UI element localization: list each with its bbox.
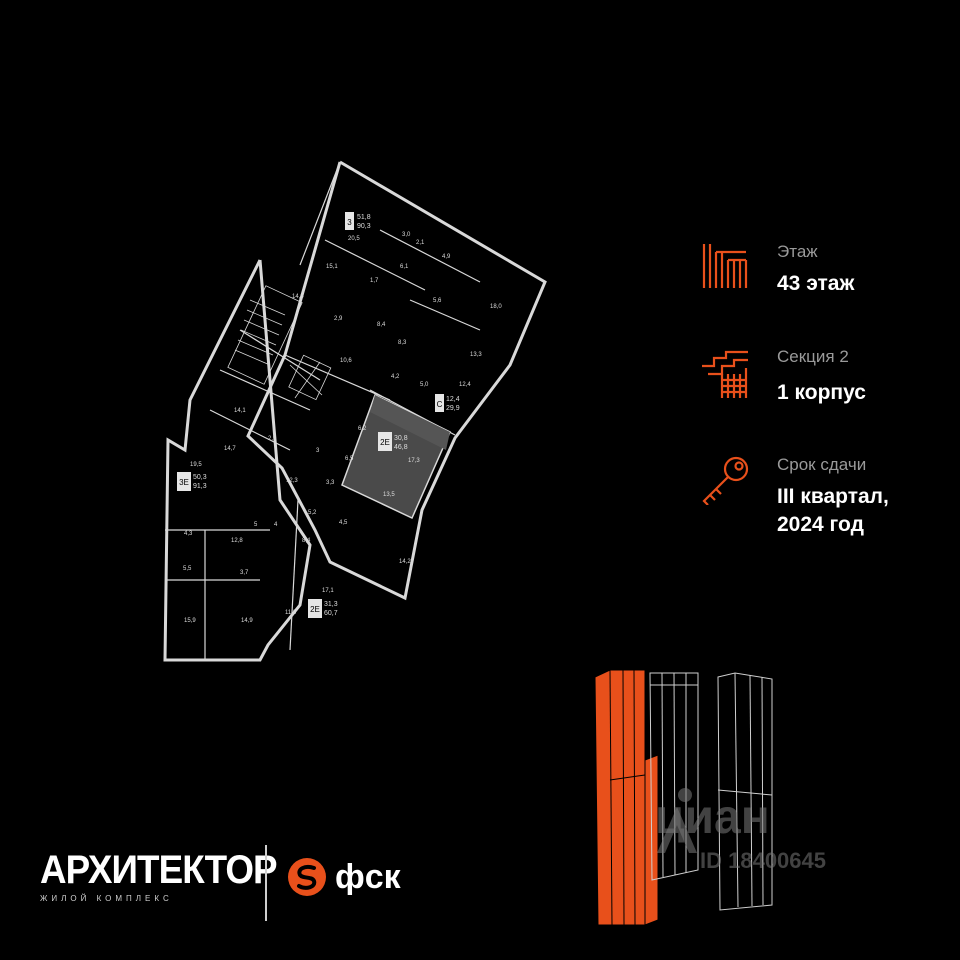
svg-text:14,1: 14,1: [234, 408, 246, 414]
svg-text:50,3: 50,3: [193, 474, 207, 481]
svg-text:3,3: 3,3: [326, 480, 335, 486]
svg-text:14,2: 14,2: [399, 559, 411, 565]
svg-text:30,8: 30,8: [394, 435, 408, 442]
svg-text:3: 3: [316, 448, 320, 454]
svg-text:12,3: 12,3: [286, 478, 298, 484]
deadline-value-line1: III квартал,: [777, 485, 889, 508]
watermark-id: ID 18400645: [700, 848, 826, 873]
key-icon: [702, 456, 749, 505]
svg-text:4,5: 4,5: [339, 520, 348, 526]
svg-text:5: 5: [254, 522, 258, 528]
svg-text:91,3: 91,3: [193, 483, 207, 490]
svg-text:2Е: 2Е: [380, 438, 390, 447]
watermark-text: циан: [655, 791, 770, 844]
svg-text:5,6: 5,6: [433, 298, 442, 304]
apartment-tag-c[interactable]: С 12,4 29,9: [435, 394, 460, 412]
svg-text:18,0: 18,0: [490, 304, 502, 310]
section-label: Секция 2: [777, 347, 849, 366]
svg-text:14,7: 14,7: [224, 446, 236, 452]
svg-text:11,3: 11,3: [285, 610, 297, 616]
svg-text:5,2: 5,2: [308, 510, 317, 516]
svg-text:4,9: 4,9: [442, 254, 451, 260]
svg-text:8,3: 8,3: [398, 340, 407, 346]
svg-text:13,3: 13,3: [470, 352, 482, 358]
floor-plan: 3 51,8 90,3 С 12,4 29,9 2Е 30,8 46,8 3Е …: [163, 160, 547, 662]
deadline-label: Срок сдачи: [777, 455, 867, 474]
svg-text:8,4: 8,4: [377, 322, 386, 328]
developer-logo: фск: [287, 857, 401, 897]
apartment-tag-3e[interactable]: 3Е 50,3 91,3: [177, 472, 207, 491]
svg-text:2Е: 2Е: [310, 605, 320, 614]
svg-text:2,9: 2,9: [334, 316, 343, 322]
svg-text:12,4: 12,4: [446, 396, 460, 403]
tower-selected[interactable]: [594, 669, 659, 926]
svg-text:6,5: 6,5: [345, 456, 354, 462]
svg-text:20,5: 20,5: [348, 236, 360, 242]
svg-text:10,6: 10,6: [340, 358, 352, 364]
apartment-tag-2e[interactable]: 2Е 31,3 60,7: [308, 599, 338, 618]
svg-text:29,9: 29,9: [446, 405, 460, 412]
svg-text:4,2: 4,2: [391, 374, 400, 380]
svg-text:6,1: 6,1: [400, 264, 409, 270]
building-towers: [594, 669, 773, 926]
brand-block: АРХИТЕКТОР ЖИЛОЙ КОМПЛЕКС: [40, 850, 297, 903]
svg-text:60,7: 60,7: [324, 610, 338, 617]
svg-text:12,8: 12,8: [231, 538, 243, 544]
svg-text:3: 3: [347, 218, 352, 227]
svg-text:14,9: 14,9: [241, 618, 253, 624]
svg-text:6,2: 6,2: [358, 426, 367, 432]
svg-text:17,1: 17,1: [322, 588, 334, 594]
divider: [265, 845, 267, 921]
svg-text:4: 4: [274, 522, 278, 528]
svg-text:15,9: 15,9: [184, 618, 196, 624]
floor-icon: [702, 244, 748, 288]
developer-name: фск: [335, 857, 401, 896]
svg-text:17,3: 17,3: [408, 458, 420, 464]
svg-text:12,4: 12,4: [459, 382, 471, 388]
svg-text:31,3: 31,3: [324, 601, 338, 608]
stairs-icon: [702, 350, 748, 398]
svg-text:13,5: 13,5: [383, 492, 395, 498]
floor-label: Этаж: [777, 242, 818, 261]
svg-text:3Е: 3Е: [179, 478, 189, 487]
brand-subtitle: ЖИЛОЙ КОМПЛЕКС: [40, 894, 173, 903]
svg-text:3,0: 3,0: [402, 232, 411, 238]
svg-text:4,3: 4,3: [184, 531, 193, 537]
svg-text:3,7: 3,7: [240, 570, 249, 576]
section-value: 1 корпус: [777, 381, 866, 404]
svg-text:1,7: 1,7: [370, 278, 379, 284]
svg-text:90,3: 90,3: [357, 223, 371, 230]
svg-text:46,8: 46,8: [394, 444, 408, 451]
brand-name: АРХИТЕКТОР: [40, 848, 278, 892]
svg-text:51,8: 51,8: [357, 214, 371, 221]
floor-value: 43 этаж: [777, 272, 855, 295]
svg-text:С: С: [437, 400, 443, 409]
apartment-tag-3[interactable]: 3 51,8 90,3: [345, 212, 371, 230]
svg-text:14,0: 14,0: [292, 294, 304, 300]
room-area-labels: 20,5 3,0 2,1 4,9 15,1 6,1 1,7 14,0 5,6 1…: [183, 232, 502, 624]
svg-text:5,5: 5,5: [183, 566, 192, 572]
svg-text:2,1: 2,1: [416, 240, 425, 246]
svg-text:15,1: 15,1: [326, 264, 338, 270]
svg-text:8,4: 8,4: [302, 538, 311, 544]
svg-text:19,5: 19,5: [190, 462, 202, 468]
svg-text:5,0: 5,0: [420, 382, 429, 388]
deadline-value-line2: 2024 год: [777, 513, 864, 536]
fsk-logo-icon: [288, 858, 326, 896]
apartment-tag-2e-selected[interactable]: 2Е 30,8 46,8: [378, 432, 408, 451]
cian-logo-icon: [657, 788, 697, 853]
svg-text:2,9: 2,9: [268, 436, 277, 442]
